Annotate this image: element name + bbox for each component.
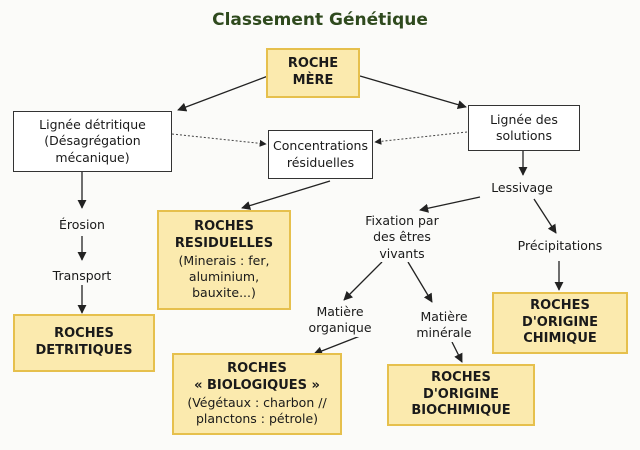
label-lessivage: Lessivage <box>482 180 562 197</box>
diagram-title: Classement Génétique <box>212 10 428 30</box>
arrow-lessivage-fixation <box>419 196 481 213</box>
node-roches-detritiques: ROCHES DETRITIQUES <box>13 314 155 372</box>
arrow-organique-biologiques <box>313 335 361 356</box>
label-matiere-minerale: Matière minérale <box>404 309 484 342</box>
label-erosion: Érosion <box>45 217 119 234</box>
arrow-concentrations-residuelles <box>241 180 331 210</box>
label-precipitations: Précipitations <box>508 238 612 255</box>
node-roches-chimique: ROCHES D'ORIGINE CHIMIQUE <box>492 292 628 354</box>
arrow-detritique-concentrations <box>171 133 267 147</box>
label-matiere-organique: Matière organique <box>300 304 380 337</box>
node-concentrations-residuelles: Concentrations résiduelles <box>268 130 373 179</box>
arrow-lessivage-precipitations <box>533 198 557 234</box>
node-lignee-detritique: Lignée détritique (Désagrégation mécaniq… <box>13 111 172 172</box>
node-roches-residuelles: ROCHES RESIDUELLES (Minerais : fer, alum… <box>157 210 291 310</box>
label-transport: Transport <box>40 268 124 285</box>
node-lignee-solutions: Lignée des solutions <box>468 105 580 151</box>
arrow-mere-solutions <box>359 75 467 110</box>
node-roche-mere: ROCHE MÈRE <box>266 48 360 98</box>
arrow-fixation-minerale <box>407 261 433 303</box>
arrow-solutions-concentrations <box>374 131 468 145</box>
arrow-minerale-biochimique <box>451 341 463 363</box>
node-roches-biochimique: ROCHES D'ORIGINE BIOCHIMIQUE <box>387 364 535 426</box>
arrow-fixation-organique <box>343 261 383 301</box>
arrow-mere-detritique <box>177 75 269 112</box>
node-roches-biologiques: ROCHES « BIOLOGIQUES » (Végétaux : charb… <box>172 353 342 435</box>
label-fixation: Fixation par des êtres vivants <box>353 213 451 262</box>
